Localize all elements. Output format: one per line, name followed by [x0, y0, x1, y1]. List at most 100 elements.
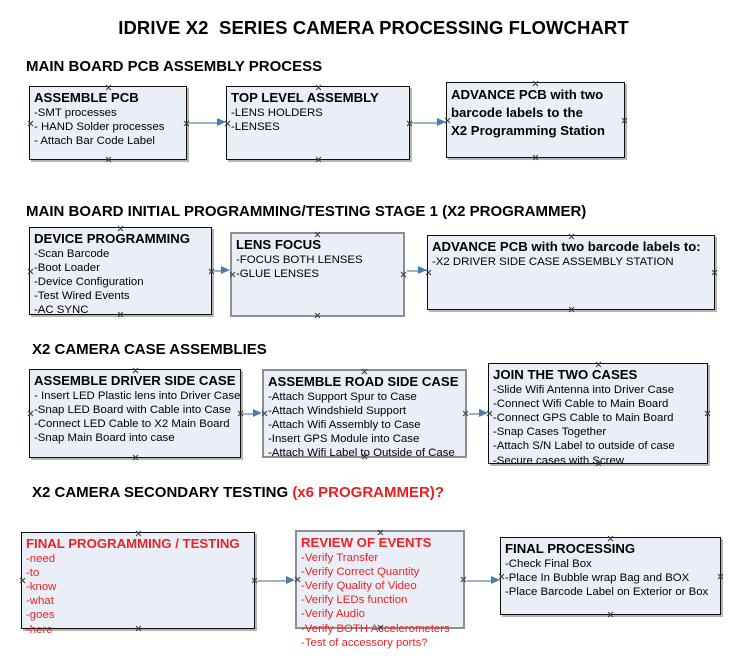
connection-handle-top-icon[interactable]: [607, 535, 614, 542]
node-title: TOP LEVEL ASSEMBLY: [231, 90, 379, 105]
connection-handle-top-icon[interactable]: [532, 80, 539, 87]
connection-handle-top-icon[interactable]: [135, 530, 142, 537]
section-heading-x2-camera-case-assemblies: X2 CAMERA CASE ASSEMBLIES: [32, 341, 267, 358]
connection-handle-bottom-icon[interactable]: [132, 454, 139, 461]
node-item-list: -Check Final Box -Place In Bubble wrap B…: [505, 557, 718, 600]
node-body: FINAL PROGRAMMING / TESTING -need -to -k…: [26, 536, 252, 637]
connection-handle-right-icon[interactable]: [621, 117, 628, 124]
connection-handle-bottom-icon[interactable]: [532, 154, 539, 161]
page-title: IDRIVE X2 SERIES CAMERA PROCESSING FLOWC…: [118, 17, 629, 38]
connection-handle-left-icon[interactable]: [19, 577, 26, 584]
arrowhead-icon: [418, 266, 427, 274]
node-assemble-road-side-case[interactable]: ASSEMBLE ROAD SIDE CASE -Attach Support …: [261, 368, 469, 460]
node-review-of-events[interactable]: REVIEW OF EVENTS -Verify Transfer -Verif…: [294, 529, 467, 649]
list-item: -Place In Bubble wrap Bag and BOX: [505, 571, 690, 584]
connector-line: [467, 580, 492, 582]
node-advance-pcb-x2-programming-station[interactable]: ADVANCE PCB with two barcode labels to t…: [446, 82, 625, 158]
connection-handle-left-icon[interactable]: [27, 120, 34, 127]
node-title: LENS FOCUS: [236, 237, 321, 252]
list-item: -know: [26, 580, 57, 593]
node-item-list: -need -to -know -what -goes -here: [26, 552, 252, 637]
node-final-processing[interactable]: FINAL PROCESSING -Check Final Box -Place…: [500, 537, 721, 615]
connector-review-of-events-to-final-processing: [467, 576, 500, 585]
node-assemble-driver-side-case[interactable]: ASSEMBLE DRIVER SIDE CASE - Insert LED P…: [29, 369, 241, 458]
connection-handle-top-icon[interactable]: [314, 231, 321, 238]
connector-road-case-to-join-cases: [469, 409, 488, 418]
list-item: -Verify Transfer: [301, 551, 379, 564]
connection-handle-bottom-icon[interactable]: [377, 624, 384, 631]
node-title: ASSEMBLE DRIVER SIDE CASE: [34, 373, 236, 388]
arrowhead-icon: [253, 409, 262, 417]
connection-handle-bottom-icon[interactable]: [135, 625, 142, 632]
node-item-list: -Verify Transfer -Verify Correct Quantit…: [301, 551, 461, 650]
connection-handle-right-icon[interactable]: [462, 410, 469, 417]
connection-handle-right-icon[interactable]: [711, 269, 718, 276]
list-item: - Attach Bar Code Label: [34, 134, 155, 147]
arrowhead-icon: [479, 409, 488, 417]
list-item: -Slide Wifi Antenna into Driver Case: [493, 383, 675, 396]
connection-handle-top-icon[interactable]: [361, 368, 368, 375]
connection-handle-top-icon[interactable]: [568, 233, 575, 240]
connection-handle-right-icon[interactable]: [460, 576, 467, 583]
connection-handle-top-icon[interactable]: [595, 361, 602, 368]
list-item: -here: [26, 623, 53, 636]
connection-handle-bottom-icon[interactable]: [314, 312, 321, 319]
node-item-list: -LENS HOLDERS -LENSES: [231, 106, 407, 134]
connection-handle-right-icon[interactable]: [704, 410, 711, 417]
node-body: TOP LEVEL ASSEMBLY -LENS HOLDERS -LENSES: [231, 90, 407, 134]
node-advance-pcb-driver-side-case[interactable]: ADVANCE PCB with two barcode labels to: …: [427, 235, 715, 310]
node-lens-focus[interactable]: LENS FOCUS -FOCUS BOTH LENSES -GLUE LENS…: [230, 232, 405, 317]
connection-handle-bottom-icon[interactable]: [607, 611, 614, 618]
list-item: -Verify Audio: [301, 608, 365, 621]
connection-handle-left-icon[interactable]: [294, 576, 301, 583]
node-title: ADVANCE PCB with two barcode labels to t…: [451, 87, 605, 138]
connection-handle-top-icon[interactable]: [132, 367, 139, 374]
connector-top-level-assembly-to-advance-pcb: [412, 118, 446, 127]
list-item: -Verify Quality of Video: [301, 579, 417, 592]
list-item: -GLUE LENSES: [236, 267, 319, 280]
connection-handle-left-icon[interactable]: [224, 120, 231, 127]
connection-handle-left-icon[interactable]: [486, 410, 493, 417]
node-assemble-pcb[interactable]: ASSEMBLE PCB -SMT processes - HAND Solde…: [29, 86, 187, 160]
node-device-programming[interactable]: DEVICE PROGRAMMING -Scan Barcode -Boot L…: [27, 225, 212, 318]
connection-handle-left-icon[interactable]: [27, 410, 34, 417]
node-final-programming-testing[interactable]: FINAL PROGRAMMING / TESTING -need -to -k…: [19, 530, 255, 636]
list-item: -FOCUS BOTH LENSES: [236, 253, 363, 266]
connection-handle-top-icon[interactable]: [105, 84, 112, 91]
list-item: -Place Barcode Label on Exterior or Box: [505, 585, 709, 598]
connection-handle-bottom-icon[interactable]: [315, 156, 322, 163]
connection-handle-left-icon[interactable]: [27, 268, 34, 275]
node-item-list: -X2 DRIVER SIDE CASE ASSEMBLY STATION: [432, 255, 712, 269]
connection-handle-bottom-icon[interactable]: [361, 453, 368, 460]
node-title: DEVICE PROGRAMMING: [34, 231, 191, 246]
list-item: -to: [26, 566, 40, 579]
connector-device-programming-to-lens-focus: [214, 266, 230, 275]
connection-handle-bottom-icon[interactable]: [595, 460, 602, 467]
connection-handle-left-icon[interactable]: [261, 410, 268, 417]
section-heading-text: MAIN BOARD INITIAL PROGRAMMING/TESTING S…: [26, 203, 587, 220]
list-item: -Test Wired Events: [34, 290, 130, 303]
connection-handle-left-icon[interactable]: [425, 269, 432, 276]
connection-handle-bottom-icon[interactable]: [568, 306, 575, 313]
connection-handle-right-icon[interactable]: [717, 573, 724, 580]
connection-handle-top-icon[interactable]: [117, 225, 124, 232]
section-heading-accent-text: (x6 PROGRAMMER)?: [292, 484, 444, 501]
connection-handle-top-icon[interactable]: [377, 529, 384, 536]
list-item: -Secure cases with Screw: [493, 454, 625, 467]
list-item: -Snap LED Board with Cable into Case: [34, 403, 231, 416]
connection-handle-top-icon[interactable]: [315, 84, 322, 91]
list-item: -X2 DRIVER SIDE CASE ASSEMBLY STATION: [432, 255, 674, 268]
connection-handle-bottom-icon[interactable]: [117, 311, 124, 318]
node-title: JOIN THE TWO CASES: [493, 367, 638, 382]
node-top-level-assembly[interactable]: TOP LEVEL ASSEMBLY -LENS HOLDERS -LENSES: [226, 86, 410, 160]
connection-handle-bottom-icon[interactable]: [105, 156, 112, 163]
connection-handle-right-icon[interactable]: [400, 271, 407, 278]
connector-line: [243, 413, 254, 415]
section-heading-main-board-pcb-assembly: MAIN BOARD PCB ASSEMBLY PROCESS: [26, 58, 322, 75]
connection-handle-left-icon[interactable]: [498, 573, 505, 580]
node-join-the-two-cases[interactable]: JOIN THE TWO CASES -Slide Wifi Antenna i…: [486, 361, 711, 467]
connection-handle-left-icon[interactable]: [229, 271, 236, 278]
connection-handle-left-icon[interactable]: [444, 117, 451, 124]
node-body: ASSEMBLE PCB -SMT processes - HAND Solde…: [34, 90, 184, 148]
